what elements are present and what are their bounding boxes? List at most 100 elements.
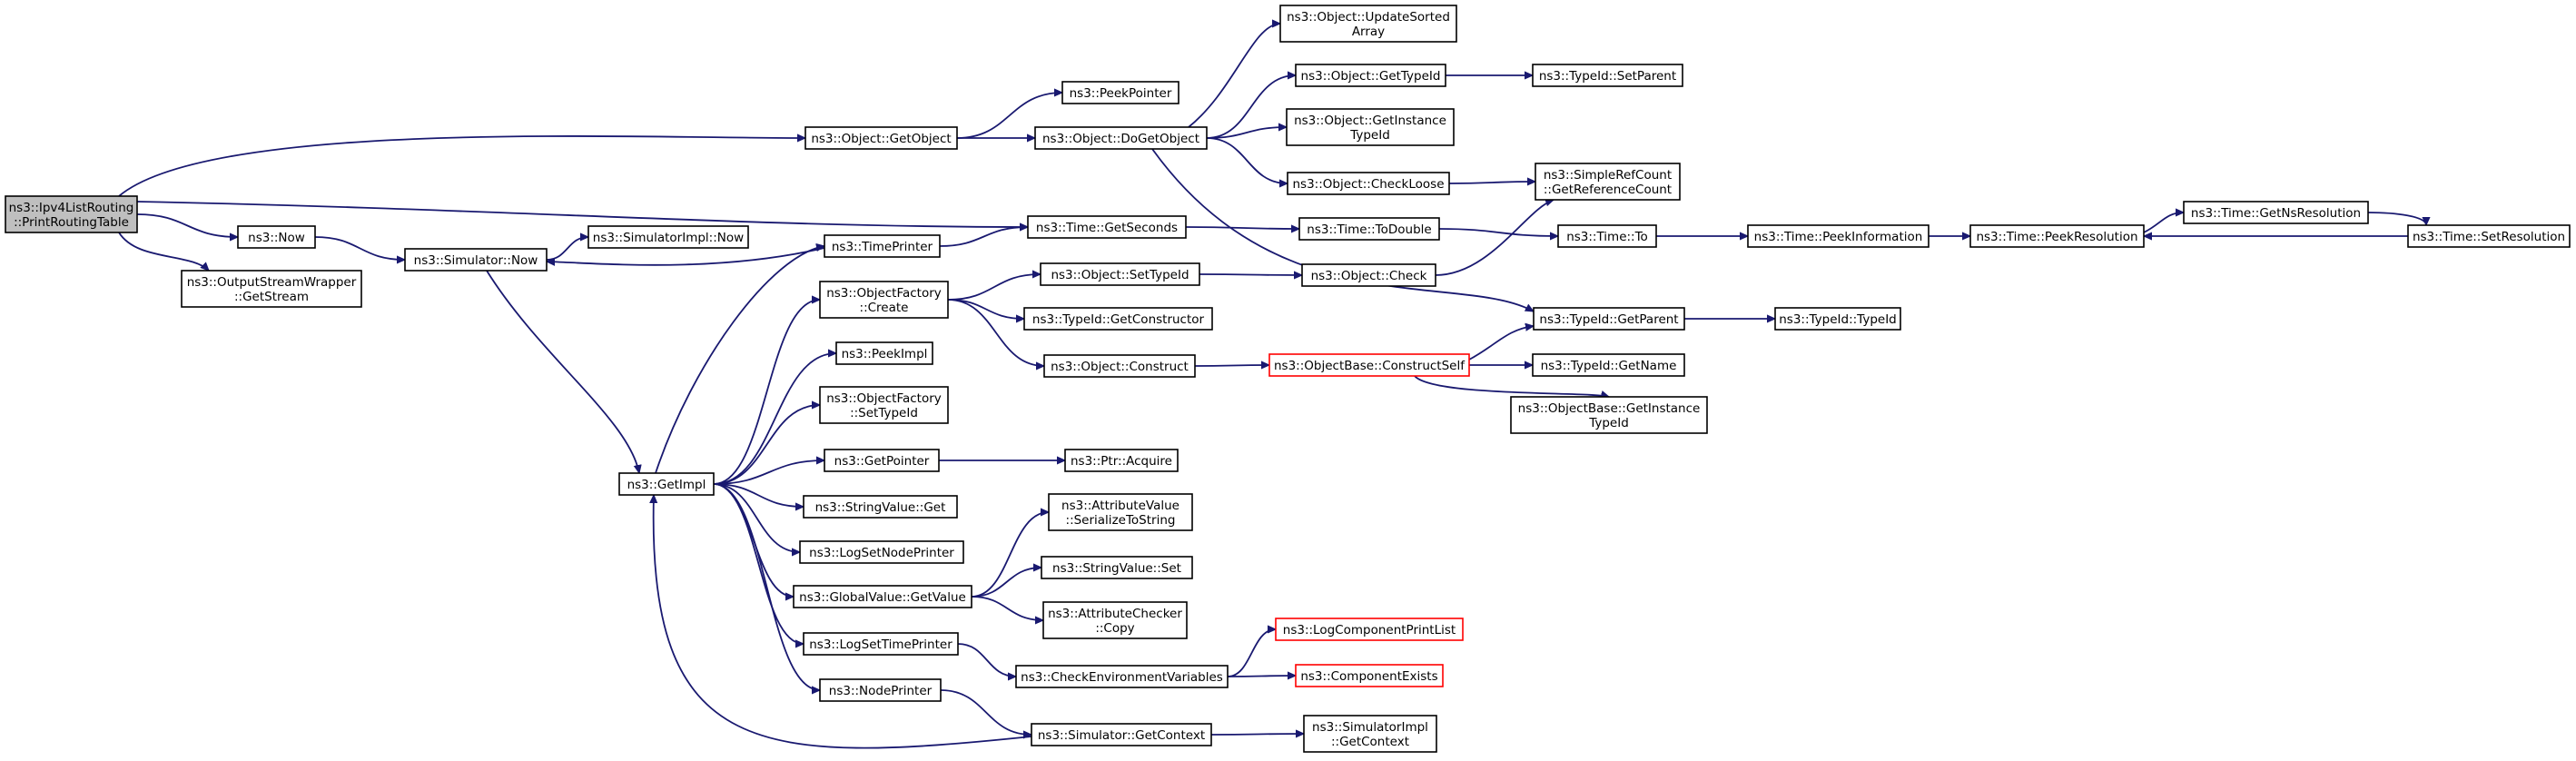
node-tidsetparent[interactable]: ns3::TypeId::SetParent xyxy=(1532,64,1683,87)
node-label: ns3::CheckEnvironmentVariables xyxy=(1021,670,1223,685)
node-label: ns3::Time::To xyxy=(1566,230,1648,244)
node-label: ns3::Object::SetTypeId xyxy=(1051,268,1189,282)
node-checkloose[interactable]: ns3::Object::CheckLoose xyxy=(1287,172,1450,195)
node-label: ns3::TypeId::TypeId xyxy=(1779,312,1897,327)
node-simgetctx[interactable]: ns3::Simulator::GetContext xyxy=(1031,723,1212,746)
node-box xyxy=(824,234,941,258)
node-checkenv[interactable]: ns3::CheckEnvironmentVariables xyxy=(1015,665,1229,688)
edge-timeprinter-to-simnow xyxy=(547,247,825,265)
node-tidgetname[interactable]: ns3::TypeId::GetName xyxy=(1532,353,1685,377)
nodes-layer: ns3::Ipv4ListRouting::PrintRoutingTablen… xyxy=(5,5,2571,753)
node-box xyxy=(587,225,749,249)
node-label: ::GetContext xyxy=(1331,735,1409,749)
node-root[interactable]: ns3::Ipv4ListRouting::PrintRoutingTable xyxy=(5,195,138,233)
node-getpointer[interactable]: ns3::GetPointer xyxy=(824,449,940,472)
edge-getobject-to-peekpointer xyxy=(956,93,1062,139)
node-serialize[interactable]: ns3::AttributeValue::SerializeToString xyxy=(1048,493,1193,531)
node-box xyxy=(1533,307,1685,331)
node-box xyxy=(1031,723,1212,746)
node-simnow[interactable]: ns3::Simulator::Now xyxy=(404,248,548,272)
node-timeto[interactable]: ns3::Time::To xyxy=(1557,224,1657,248)
node-label: ns3::Time::ToDouble xyxy=(1307,222,1431,237)
node-settypeid[interactable]: ns3::Object::SetTypeId xyxy=(1040,262,1200,286)
node-label: ns3::Now xyxy=(248,231,305,245)
node-label: ::GetReferenceCount xyxy=(1544,183,1672,197)
node-label: ns3::GlobalValue::GetValue xyxy=(799,590,966,605)
node-constructself[interactable]: ns3::ObjectBase::ConstructSelf xyxy=(1268,353,1470,377)
node-checkercopy[interactable]: ns3::AttributeChecker::Copy xyxy=(1042,601,1188,639)
node-refcount[interactable]: ns3::SimpleRefCount::GetReferenceCount xyxy=(1535,163,1681,201)
node-gvget[interactable]: ns3::GlobalValue::GetValue xyxy=(793,585,972,608)
edge-simnow-to-getimpl xyxy=(486,270,639,473)
node-box xyxy=(618,472,715,496)
node-objfactset[interactable]: ns3::ObjectFactory::SetTypeId xyxy=(819,386,949,424)
node-ptracquire[interactable]: ns3::Ptr::Acquire xyxy=(1064,449,1179,472)
node-label: ns3::Ptr::Acquire xyxy=(1071,454,1172,469)
node-compexists[interactable]: ns3::ComponentExists xyxy=(1295,664,1444,687)
node-simimplctx[interactable]: ns3::SimulatorImpl::GetContext xyxy=(1303,715,1437,753)
node-tidgetparent[interactable]: ns3::TypeId::GetParent xyxy=(1533,307,1685,331)
node-simimplnow[interactable]: ns3::SimulatorImpl::Now xyxy=(587,225,749,249)
edge-constructself-to-tidgetparent xyxy=(1468,326,1534,361)
node-getimpl[interactable]: ns3::GetImpl xyxy=(618,472,715,496)
node-strvalget[interactable]: ns3::StringValue::Get xyxy=(803,495,958,519)
node-label: ns3::StringValue::Get xyxy=(815,500,946,515)
node-label: ns3::TypeId::GetConstructor xyxy=(1032,312,1205,327)
node-setres[interactable]: ns3::Time::SetResolution xyxy=(2407,224,2571,248)
node-objcheck[interactable]: ns3::Object::Check xyxy=(1301,263,1436,287)
node-peekimpl[interactable]: ns3::PeekImpl xyxy=(835,341,933,365)
node-label: ns3::GetImpl xyxy=(627,478,706,492)
node-label: ns3::TypeId::GetName xyxy=(1541,359,1677,373)
edge-root-to-now xyxy=(136,213,238,237)
node-label: TypeId xyxy=(1588,416,1629,430)
node-construct[interactable]: ns3::Object::Construct xyxy=(1043,354,1196,378)
node-box xyxy=(1532,353,1685,377)
node-tidtid[interactable]: ns3::TypeId::TypeId xyxy=(1774,307,1901,331)
node-box xyxy=(819,678,942,702)
node-label: TypeId xyxy=(1349,128,1390,143)
node-label: ns3::ObjectBase::GetInstance xyxy=(1518,401,1701,416)
node-strset[interactable]: ns3::StringValue::Set xyxy=(1041,556,1193,579)
edge-getimpl-to-peekimpl xyxy=(713,353,836,485)
edge-peekres-to-getnsres xyxy=(2143,212,2184,233)
node-box xyxy=(1268,353,1470,377)
node-box xyxy=(1048,493,1193,531)
node-logcomplist[interactable]: ns3::LogComponentPrintList xyxy=(1275,618,1464,641)
node-label: ns3::Object::CheckLoose xyxy=(1292,177,1444,192)
node-todouble[interactable]: ns3::Time::ToDouble xyxy=(1298,217,1440,241)
node-lognode[interactable]: ns3::LogSetNodePrinter xyxy=(799,540,964,564)
node-timeprinter[interactable]: ns3::TimePrinter xyxy=(824,234,941,258)
edge-getimpl-to-getpointer xyxy=(713,460,824,485)
node-label: ns3::Time::PeekResolution xyxy=(1976,230,2137,244)
node-logtime[interactable]: ns3::LogSetTimePrinter xyxy=(803,632,959,656)
node-objgettid[interactable]: ns3::Object::GetTypeId xyxy=(1295,64,1446,87)
edge-getseconds-to-todouble xyxy=(1185,227,1299,229)
node-box xyxy=(1295,64,1446,87)
node-now[interactable]: ns3::Now xyxy=(237,225,316,249)
node-box xyxy=(1034,126,1208,150)
node-getobject[interactable]: ns3::Object::GetObject xyxy=(804,126,958,150)
edge-dogetobject-to-updsorted xyxy=(1188,24,1280,128)
node-peekpointer[interactable]: ns3::PeekPointer xyxy=(1061,81,1179,104)
node-objfactcreate[interactable]: ns3::ObjectFactory::Create xyxy=(819,281,949,319)
node-box xyxy=(804,126,958,150)
node-getseconds[interactable]: ns3::Time::GetSeconds xyxy=(1027,215,1187,239)
edge-simgetctx-to-simimplctx xyxy=(1210,734,1304,735)
node-nodeprinter[interactable]: ns3::NodePrinter xyxy=(819,678,942,702)
node-osw[interactable]: ns3::OutputStreamWrapper::GetStream xyxy=(181,270,362,308)
node-getnsres[interactable]: ns3::Time::GetNsResolution xyxy=(2183,201,2369,224)
node-peekinfo[interactable]: ns3::Time::PeekInformation xyxy=(1747,224,1930,248)
node-getctor[interactable]: ns3::TypeId::GetConstructor xyxy=(1023,307,1213,331)
node-dogetobject[interactable]: ns3::Object::DoGetObject xyxy=(1034,126,1208,150)
edge-getimpl-to-objfactcreate xyxy=(713,300,820,485)
node-box xyxy=(1298,217,1440,241)
node-box xyxy=(1557,224,1657,248)
node-peekres[interactable]: ns3::Time::PeekResolution xyxy=(1969,224,2145,248)
node-label: ::Create xyxy=(860,301,909,315)
edge-timeprinter-to-getseconds xyxy=(939,227,1028,247)
node-label: ns3::OutputStreamWrapper xyxy=(187,275,357,290)
edge-nodeprinter-to-simgetctx xyxy=(940,689,1031,735)
